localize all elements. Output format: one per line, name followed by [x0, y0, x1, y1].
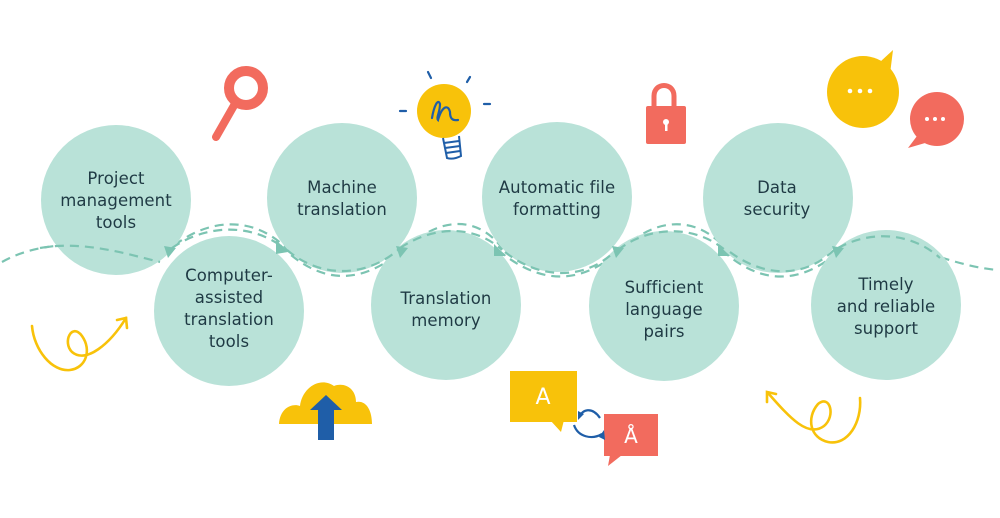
label-line: management — [60, 191, 172, 210]
overlap-arc-0 — [39, 244, 161, 264]
label-line: tools — [95, 213, 137, 232]
label-line: formatting — [512, 200, 602, 219]
connector-lead-in — [1, 243, 151, 263]
node-label-data-security: Data security — [707, 177, 847, 221]
label-line: and reliable — [836, 297, 936, 316]
node-circle-machine-translation — [267, 123, 417, 273]
node-circle-sufficient-language-pairs — [589, 231, 739, 381]
node-circle-translation-memory — [371, 230, 521, 380]
node-label-machine-translation: Machine translation — [272, 177, 412, 221]
label-line: tools — [208, 332, 250, 351]
magnifier-icon — [212, 66, 268, 141]
arrowhead-1 — [164, 246, 176, 258]
node-label-computer-assisted-translation-tools: Computer- assisted translation tools — [159, 265, 299, 353]
label-line: support — [853, 319, 919, 338]
padlock-icon — [646, 83, 686, 144]
node-label-project-management-tools: Project management tools — [46, 168, 186, 234]
chat-bubble-yellow-icon — [827, 50, 899, 128]
label-line: translation — [184, 310, 274, 329]
node-circle-data-security — [703, 123, 853, 273]
label-line: Translation — [400, 289, 492, 308]
overlap-arc-3 — [399, 229, 503, 251]
squiggle-arrow-left-icon — [30, 316, 129, 372]
label-line: Automatic file — [498, 178, 616, 197]
arrowhead-3 — [396, 246, 408, 258]
label-line: memory — [411, 311, 481, 330]
cloud-upload-icon — [279, 382, 372, 440]
arrowhead-2 — [276, 240, 288, 254]
label-line: pairs — [643, 322, 685, 341]
overlap-arc-4 — [504, 251, 615, 275]
label-line: translation — [297, 200, 387, 219]
arrowhead-7 — [832, 246, 844, 258]
arrowhead-5 — [612, 246, 624, 258]
squiggle-arrow-right-icon — [765, 390, 862, 444]
label-line: Machine — [307, 178, 377, 197]
node-circle-timely-and-reliable-support — [811, 230, 961, 380]
node-circle-project-management-tools — [41, 125, 191, 275]
translate-target-letter: Å — [624, 424, 638, 448]
node-label-translation-memory: Translation memory — [376, 288, 516, 332]
label-line: Computer- — [185, 266, 273, 285]
node-circle-computer-assisted-translation-tools — [154, 236, 304, 386]
arrowhead-6 — [718, 244, 730, 256]
overlap-arc-2 — [286, 249, 399, 273]
arrowhead-4 — [494, 244, 506, 256]
label-line: Project — [87, 169, 145, 188]
connector-arc-1 — [162, 223, 289, 256]
label-line: language — [625, 300, 703, 319]
label-line: Data — [757, 178, 797, 197]
label-line: Timely — [858, 275, 914, 294]
label-line: assisted — [194, 288, 264, 307]
overlap-arc-1 — [171, 228, 285, 249]
arrowheads — [164, 240, 844, 258]
label-line: security — [743, 200, 811, 219]
node-label-automatic-file-formatting: Automatic file formatting — [487, 177, 627, 221]
translate-source-letter: A — [535, 385, 550, 410]
nodes — [41, 122, 961, 386]
connector-arc-4 — [497, 249, 619, 278]
lightbulb-icon — [398, 70, 492, 160]
chat-bubble-red-icon — [908, 92, 964, 148]
label-line: Sufficient — [624, 278, 704, 297]
connector-overlay — [39, 228, 941, 275]
overlap-arc-7 — [837, 235, 941, 259]
connector-arc-2 — [279, 244, 401, 278]
translate-bubbles-icon: A Å — [510, 371, 658, 466]
node-label-timely-and-reliable-support: Timely and reliable support — [816, 274, 956, 340]
node-circle-automatic-file-formatting — [482, 122, 632, 272]
node-label-sufficient-language-pairs: Sufficient language pairs — [594, 277, 734, 343]
